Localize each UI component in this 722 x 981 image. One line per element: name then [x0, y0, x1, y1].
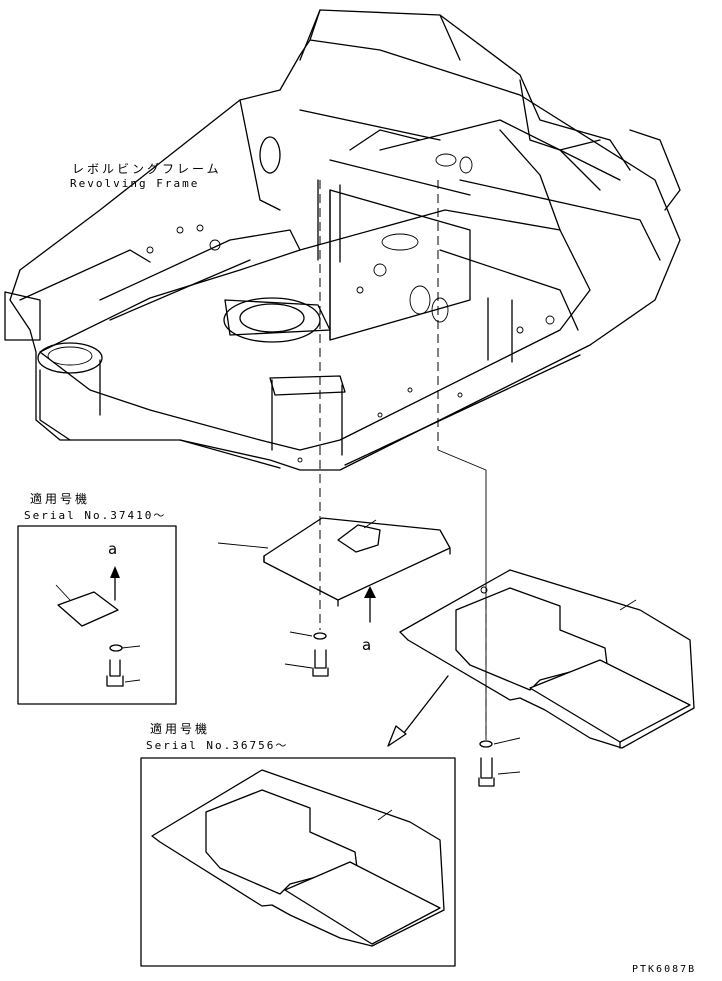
drawing-code: PTK6087B — [632, 964, 697, 975]
serial-36756-label-jp: 適用号機 — [150, 722, 211, 736]
frame-label-en: Revolving Frame — [70, 177, 200, 190]
under-cover-large — [399, 569, 695, 749]
serial-37410-label-jp: 適用号機 — [30, 492, 91, 506]
fasteners-main — [284, 631, 521, 787]
serial-36756-label-en: Serial No.36756～ — [146, 739, 289, 752]
assembly-lines — [319, 180, 487, 740]
inset-box-serial-36756 — [140, 757, 456, 967]
frame-label-jp: レボルビングフレーム — [72, 162, 222, 176]
revolving-frame — [4, 9, 681, 471]
serial-37410-label-en: Serial No.37410～ — [24, 509, 167, 522]
view-arrows — [110, 566, 449, 747]
view-a-label-main: a — [362, 636, 372, 654]
under-cover-small — [217, 517, 451, 607]
inset-box-serial-37410 — [17, 525, 177, 705]
view-a-label-inset: a — [108, 540, 118, 558]
